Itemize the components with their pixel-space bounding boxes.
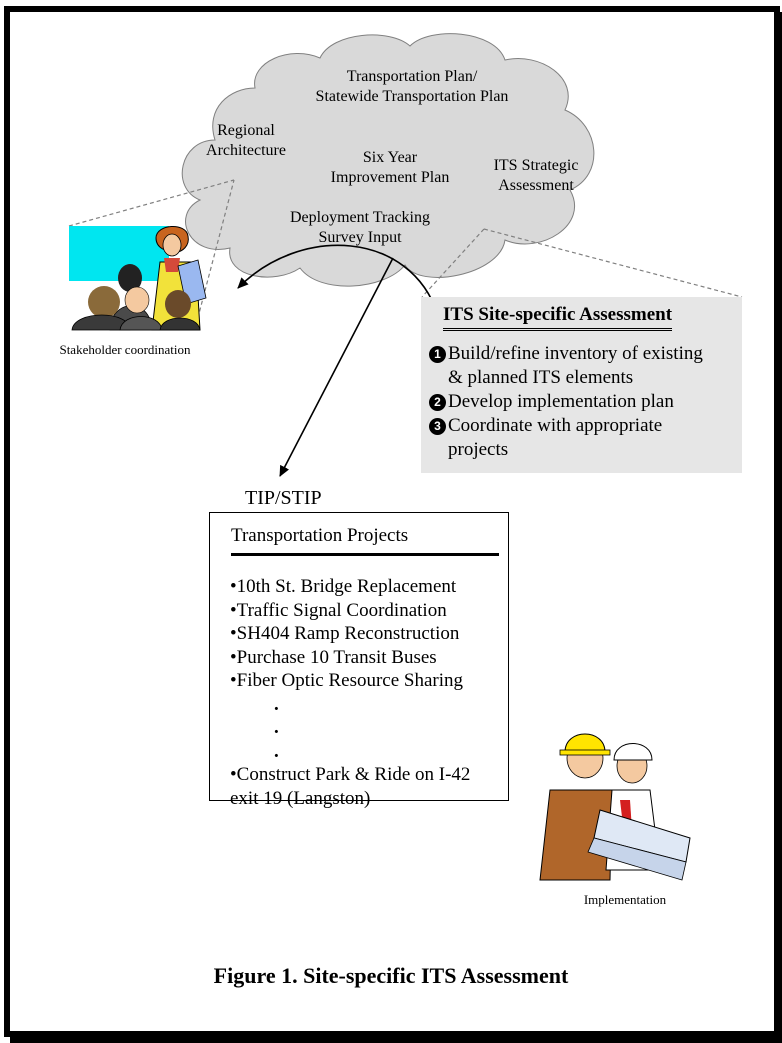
- step-number-badge: 1: [429, 346, 446, 363]
- list-item-continuation: exit 19 (Langston): [230, 787, 371, 809]
- its-callout-line-right: [483, 228, 743, 298]
- cloud-its-line2: Assessment: [498, 177, 574, 194]
- its-step-1-line2: & planned ITS elements: [448, 367, 634, 388]
- tip-stip-label: TIP/STIP: [245, 487, 322, 509]
- step-number-badge: 3: [429, 418, 446, 435]
- list-item: •Construct Park & Ride on I-42: [230, 764, 471, 785]
- stakeholder-caption: Stakeholder coordination: [59, 342, 191, 357]
- stakeholder-callout-line-top: [68, 179, 235, 227]
- cloud-deployment-tracking: Deployment Tracking Survey Input: [260, 208, 460, 248]
- cloud-regional-architecture: Regional Architecture: [186, 121, 306, 161]
- its-step-2-line1: Develop implementation plan: [448, 391, 674, 412]
- projects-title: Transportation Projects: [231, 525, 409, 546]
- its-step-3-line1: Coordinate with appropriate: [448, 415, 663, 436]
- implementation-caption: Implementation: [583, 892, 667, 907]
- ellipsis-dot: .: [274, 740, 279, 762]
- list-item: •Fiber Optic Resource Sharing: [230, 670, 464, 691]
- its-step-3-line2: projects: [448, 439, 509, 460]
- list-item: •Traffic Signal Coordination: [230, 599, 447, 621]
- engineers-with-blueprints-illustration: [539, 733, 691, 881]
- its-step-1-line1: Build/refine inventory of existing: [448, 343, 703, 364]
- cloud-six-year-plan: Six Year Improvement Plan: [325, 148, 455, 188]
- step-number-badge: 2: [429, 394, 446, 411]
- arrow-to-stakeholders: [237, 244, 439, 316]
- cloud-its-line1: ITS Strategic: [493, 157, 579, 174]
- transportation-projects-box: Transportation Projects •10th St. Bridge…: [209, 512, 509, 809]
- cloud-deploy-line2: Survey Input: [318, 229, 402, 246]
- figure-caption: Figure 1. Site-specific ITS Assessment: [213, 963, 569, 988]
- projects-title-rule: [231, 553, 499, 556]
- cloud-transportation-plan: Transportation Plan/ Statewide Transport…: [290, 67, 534, 107]
- its-box-title: ITS Site-specific Assessment: [443, 303, 673, 331]
- planning-cloud: [181, 33, 595, 287]
- stakeholder-meeting-illustration: [69, 226, 207, 331]
- ellipsis-dot: .: [274, 717, 279, 738]
- cloud-sixyear-line1: Six Year: [362, 149, 418, 166]
- cloud-deploy-line1: Deployment Tracking: [290, 209, 430, 226]
- arrow-to-tip-stip: [279, 257, 394, 477]
- cloud-regional-line1: Regional: [217, 122, 275, 139]
- cloud-its-strategic-assessment: ITS Strategic Assessment: [476, 156, 596, 196]
- list-item: •Purchase 10 Transit Buses: [230, 646, 437, 668]
- cloud-regional-line2: Architecture: [206, 142, 286, 159]
- projects-list: •10th St. Bridge Replacement •Traffic Si…: [230, 575, 470, 810]
- cloud-sixyear-line2: Improvement Plan: [330, 169, 450, 186]
- cloud-plan-line2: Statewide Transportation Plan: [315, 88, 509, 105]
- list-item: •SH404 Ramp Reconstruction: [230, 623, 460, 644]
- its-callout-line-left: [421, 228, 485, 298]
- list-item: •10th St. Bridge Replacement: [230, 576, 457, 597]
- ellipsis-dot: .: [274, 693, 279, 715]
- stakeholder-callout-line-bottom: [195, 179, 235, 326]
- cloud-plan-line1: Transportation Plan/: [346, 68, 478, 85]
